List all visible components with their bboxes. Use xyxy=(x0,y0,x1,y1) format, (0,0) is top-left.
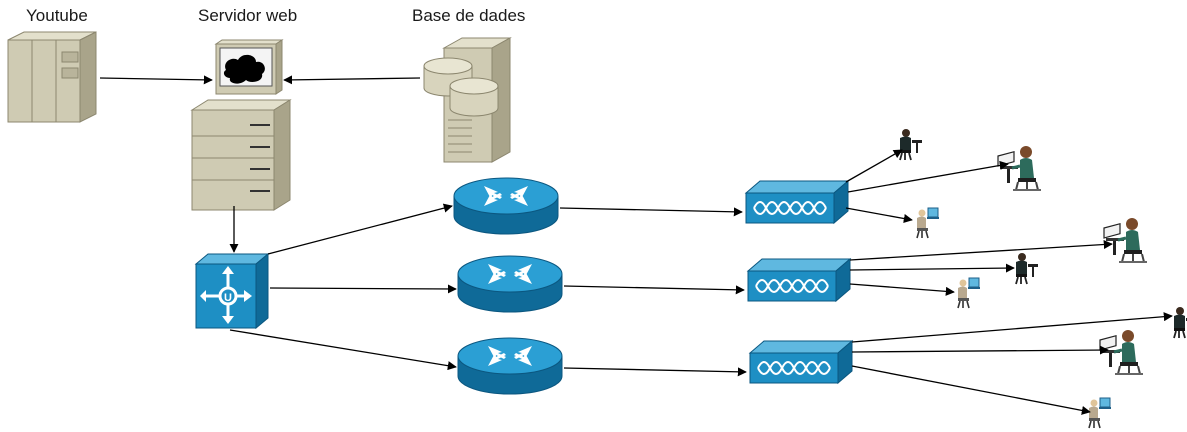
edge-youtube-webserver xyxy=(99,75,213,85)
user-1c-icon xyxy=(916,207,940,239)
router-3-icon xyxy=(457,337,563,395)
user-3c-icon xyxy=(1088,397,1112,429)
svg-text:U: U xyxy=(224,292,232,304)
web-server-icon xyxy=(190,39,292,211)
multilayer-switch-icon: U xyxy=(194,252,270,330)
router-2-icon xyxy=(457,255,563,313)
router-1-icon xyxy=(453,177,559,235)
edge-database-webserver xyxy=(283,75,421,85)
label-database: Base de dades xyxy=(412,6,526,25)
edge-switch-router2 xyxy=(269,284,457,294)
label-web-server: Servidor web xyxy=(198,6,298,25)
edge-access1-user1b xyxy=(847,160,1009,193)
edge-router2-access2 xyxy=(563,285,745,295)
edge-router3-access3 xyxy=(563,367,747,377)
user-2b-icon xyxy=(1015,252,1039,285)
edge-access2-user2c xyxy=(849,283,955,296)
edge-switch-router3 xyxy=(229,329,457,371)
youtube-mainframe-icon xyxy=(7,31,97,123)
edge-switch-router1 xyxy=(267,203,453,255)
edge-access2-user2b xyxy=(849,263,1015,273)
user-1b-icon xyxy=(996,144,1043,192)
edge-access1-user1a xyxy=(845,149,903,183)
user-3b-icon xyxy=(1098,328,1145,376)
access-device-2-icon xyxy=(747,258,851,302)
edge-access3-user3c xyxy=(851,365,1091,415)
access-device-3-icon xyxy=(749,340,853,384)
user-2c-icon xyxy=(957,277,981,309)
user-1a-icon xyxy=(899,128,923,161)
edge-access1-user1c xyxy=(845,207,913,224)
database-server-icon xyxy=(423,37,512,163)
label-youtube: Youtube xyxy=(26,6,88,25)
access-device-1-icon xyxy=(745,180,849,224)
edge-access2-user2a xyxy=(849,239,1113,261)
edge-access3-user3a xyxy=(851,312,1173,343)
edge-router1-access1 xyxy=(559,207,743,217)
user-2a-icon xyxy=(1102,216,1149,264)
user-3a-icon xyxy=(1173,306,1187,339)
edge-access3-user3b xyxy=(851,345,1109,355)
